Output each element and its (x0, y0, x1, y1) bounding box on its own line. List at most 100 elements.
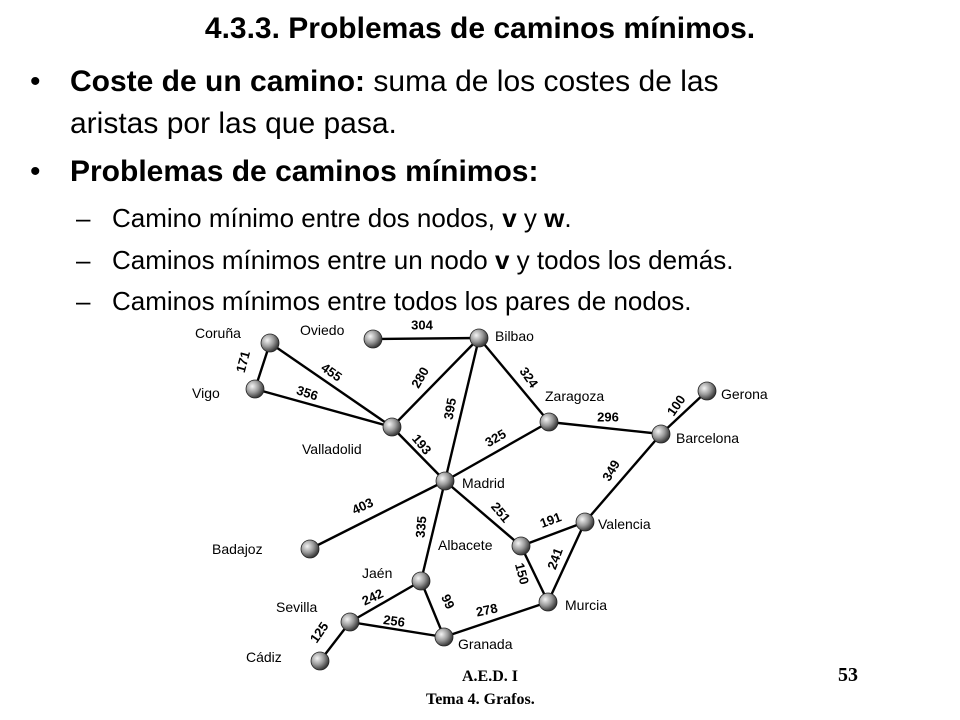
edge-weight-bilbao-madrid: 395 (441, 397, 460, 421)
edge-granada-murcia (443, 600, 549, 639)
node-v-symbol: v (502, 203, 517, 233)
edge-sevilla-granada (349, 620, 445, 639)
edges-layer (253, 336, 708, 662)
edge-valladolid-madrid (391, 426, 446, 482)
node-label-granada: Granada (458, 636, 513, 652)
sub-item-two-nodes: –Camino mínimo entre dos nodos, v y w. (76, 201, 572, 235)
edge-weight-valladolid-bilbao: 280 (408, 364, 432, 390)
node-sevilla (340, 612, 360, 632)
bullet-shortest-path-problems-text: Problemas de caminos mínimos: (70, 155, 539, 188)
node-barcelona (651, 424, 671, 444)
node-label-bilbao: Bilbao (495, 328, 534, 344)
edge-weight-granada-murcia: 278 (475, 600, 499, 619)
node-albacete (511, 536, 531, 556)
edge-madrid-jaen (419, 480, 447, 582)
edge-weight-zaragoza-barcelona: 296 (597, 409, 619, 424)
conjunction: y (516, 203, 545, 233)
edge-weight-barcelona-gerona: 100 (664, 392, 689, 418)
node-madrid (435, 471, 455, 491)
edge-weight-coruna-vigo: 171 (233, 349, 253, 374)
edge-zaragoza-barcelona (548, 420, 662, 436)
edge-albacete-murcia (519, 545, 550, 603)
dash-symbol: – (76, 203, 91, 233)
footer-topic: Tema 4. Grafos. (426, 691, 535, 708)
node-gerona (697, 381, 717, 401)
node-label-coruna: Coruña (195, 325, 241, 341)
node-murcia (538, 592, 558, 612)
node-jaen (411, 571, 431, 591)
node-cadiz (310, 651, 330, 671)
edge-bilbao-madrid (443, 337, 481, 482)
edge-zaragoza-madrid (444, 420, 550, 483)
node-w-symbol: w (544, 203, 565, 233)
edge-albacete-valencia (520, 520, 586, 548)
node-label-vigo: Vigo (192, 385, 220, 401)
node-label-albacete: Albacete (438, 537, 493, 553)
node-badajoz (300, 539, 320, 559)
edge-weight-valencia-murcia: 241 (544, 546, 566, 572)
node-label-valladolid: Valladolid (302, 441, 362, 457)
edge-jaen-sevilla (349, 579, 422, 624)
node-coruna (260, 333, 280, 353)
sub-item-all-pairs: –Caminos mínimos entre todos los pares d… (76, 284, 692, 318)
edge-bilbao-zaragoza (478, 337, 550, 423)
edge-jaen-granada (419, 580, 446, 638)
sub-item-two-nodes-text: Camino mínimo entre dos nodos, (112, 203, 503, 233)
footer-course: A.E.D. I (462, 668, 519, 685)
edge-oviedo-bilbao (372, 336, 480, 341)
node-label-sevilla: Sevilla (276, 599, 317, 615)
node-label-zaragoza: Zaragoza (545, 388, 604, 404)
node-bilbao (469, 328, 489, 348)
node-v-symbol: v (494, 245, 510, 275)
node-label-murcia: Murcia (565, 597, 607, 613)
node-label-madrid: Madrid (462, 475, 505, 491)
edge-vigo-valladolid (254, 387, 393, 429)
edge-weight-sevilla-cadiz: 125 (307, 619, 332, 645)
bullet-path-cost-definition: suma de los costes de las (365, 65, 719, 98)
period: . (564, 203, 572, 233)
edge-weight-albacete-murcia: 150 (512, 561, 532, 586)
node-label-jaen: Jaén (362, 565, 392, 581)
page-number: 53 (838, 664, 858, 686)
node-valladolid (382, 417, 402, 437)
node-label-gerona: Gerona (721, 386, 768, 402)
edge-valencia-murcia (546, 521, 587, 603)
bullet-symbol: • (30, 65, 41, 98)
bullet-symbol: • (30, 155, 41, 188)
edge-coruna-valladolid (269, 342, 393, 428)
sub-item-all-pairs-text: Caminos mínimos entre todos los pares de… (112, 286, 692, 316)
sub-item-single-source-end: y todos los demás. (509, 245, 734, 275)
sub-item-single-source-text: Caminos mínimos entre un nodo (112, 245, 495, 275)
edge-weight-madrid-badajoz: 403 (350, 495, 376, 518)
node-zaragoza (539, 412, 559, 432)
edge-barcelona-valencia (584, 433, 662, 523)
edge-valladolid-bilbao (391, 337, 480, 428)
node-valencia (575, 512, 595, 532)
bullet-path-cost-line2: aristas por las que pasa. (70, 107, 397, 140)
edge-weight-albacete-valencia: 191 (538, 509, 564, 531)
edge-madrid-badajoz (309, 479, 446, 551)
edge-weight-barcelona-valencia: 349 (599, 457, 623, 483)
edge-madrid-albacete (444, 480, 522, 547)
node-label-barcelona: Barcelona (676, 430, 739, 446)
edge-weight-oviedo-bilbao: 304 (411, 317, 433, 332)
edge-weight-valladolid-madrid: 193 (409, 431, 434, 457)
sub-item-single-source: –Caminos mínimos entre un nodo v y todos… (76, 243, 733, 277)
node-vigo (245, 379, 265, 399)
edge-barcelona-gerona (660, 390, 708, 435)
edge-weight-sevilla-granada: 256 (382, 612, 406, 630)
node-label-valencia: Valencia (598, 516, 651, 532)
edge-weight-jaen-granada: 99 (438, 592, 458, 611)
slide-title: 4.3.3. Problemas de caminos mínimos. (204, 12, 756, 45)
nodes-layer (245, 328, 717, 671)
bullet-path-cost-term: Coste de un camino: (70, 65, 366, 98)
edge-weight-madrid-jaen: 335 (413, 515, 430, 538)
node-label-oviedo: Oviedo (300, 322, 345, 338)
node-label-badajoz: Badajoz (212, 541, 263, 557)
node-oviedo (363, 329, 383, 349)
node-granada (434, 627, 454, 647)
bullet-path-cost-text: Coste de un camino: suma de los costes d… (70, 62, 719, 102)
edge-weight-coruna-valladolid: 455 (318, 360, 344, 385)
